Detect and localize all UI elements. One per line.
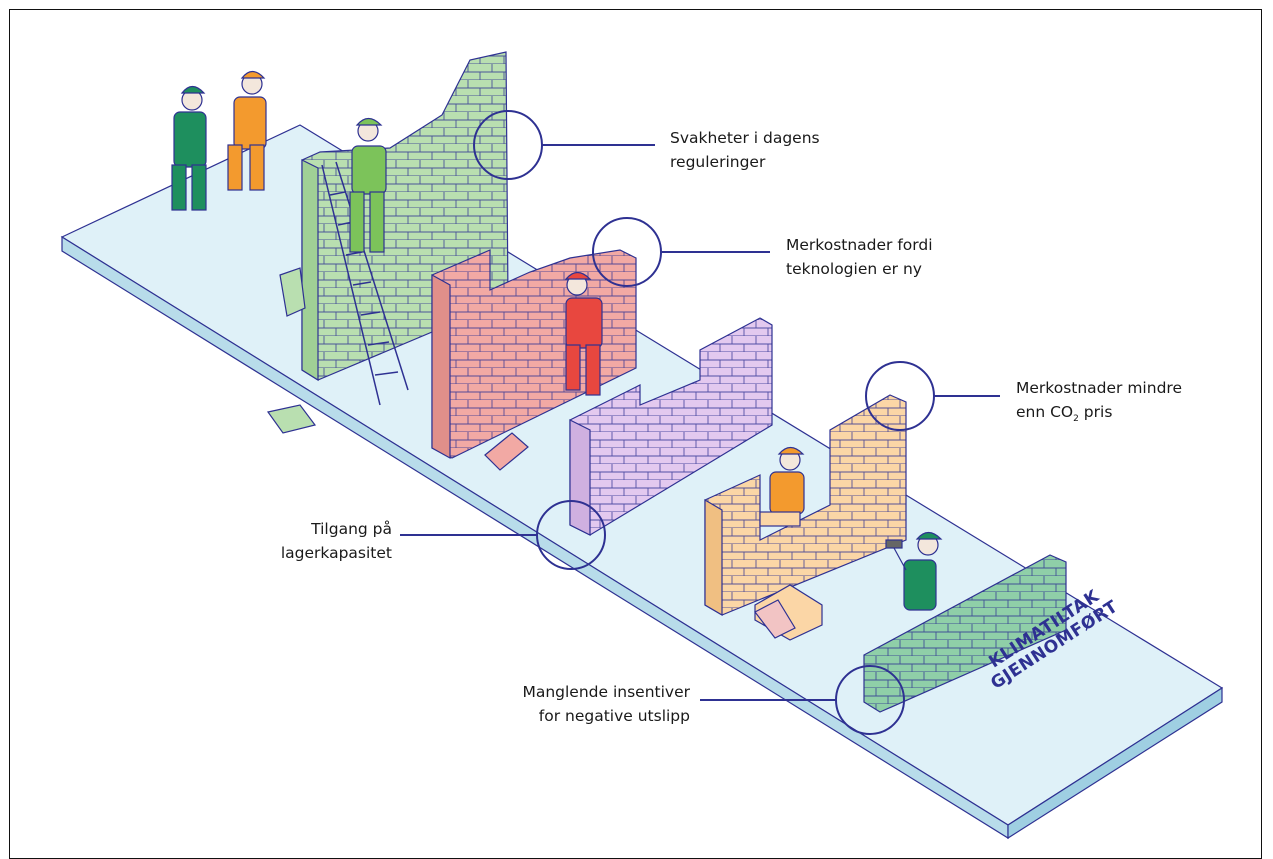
callout-lines bbox=[400, 144, 1000, 701]
orange-wall bbox=[704, 394, 907, 617]
worker-red bbox=[564, 271, 603, 396]
co2-suffix: pris bbox=[1078, 403, 1113, 421]
label-extra-cost-co2: Merkostnader mindre enn CO2 pris bbox=[1016, 376, 1216, 431]
co2-subscript: 2 bbox=[1073, 414, 1079, 425]
label-missing-incentives: Manglende insentiver for negative utslip… bbox=[440, 680, 690, 728]
label-missing-incentives-line2: for negative utslipp bbox=[538, 707, 690, 725]
worker-green-standing bbox=[171, 85, 207, 211]
worker-orange-kneeling bbox=[759, 446, 805, 527]
label-extra-cost-co2-line2: enn CO2 pris bbox=[1016, 400, 1216, 431]
label-missing-incentives-line1: Manglende insentiver bbox=[522, 683, 690, 701]
label-extra-cost-new-tech: Merkostnader fordi teknologien er ny bbox=[786, 236, 933, 278]
worker-green-hammer bbox=[885, 531, 943, 611]
co2-text: enn CO bbox=[1016, 403, 1074, 421]
worker-orange-standing bbox=[227, 70, 267, 191]
purple-wall bbox=[569, 317, 773, 536]
label-storage-access: Tilgang på lagerkapasitet bbox=[280, 520, 392, 562]
label-weak-regulations: Svakheter i dagens reguleringer bbox=[670, 129, 820, 171]
worker-lime-on-ladder bbox=[349, 117, 387, 253]
teal-wall bbox=[863, 554, 1067, 713]
platform-end-side bbox=[1007, 686, 1223, 840]
label-extra-cost-co2-line1: Merkostnader mindre bbox=[1016, 379, 1182, 397]
loose-bricks bbox=[266, 267, 823, 641]
